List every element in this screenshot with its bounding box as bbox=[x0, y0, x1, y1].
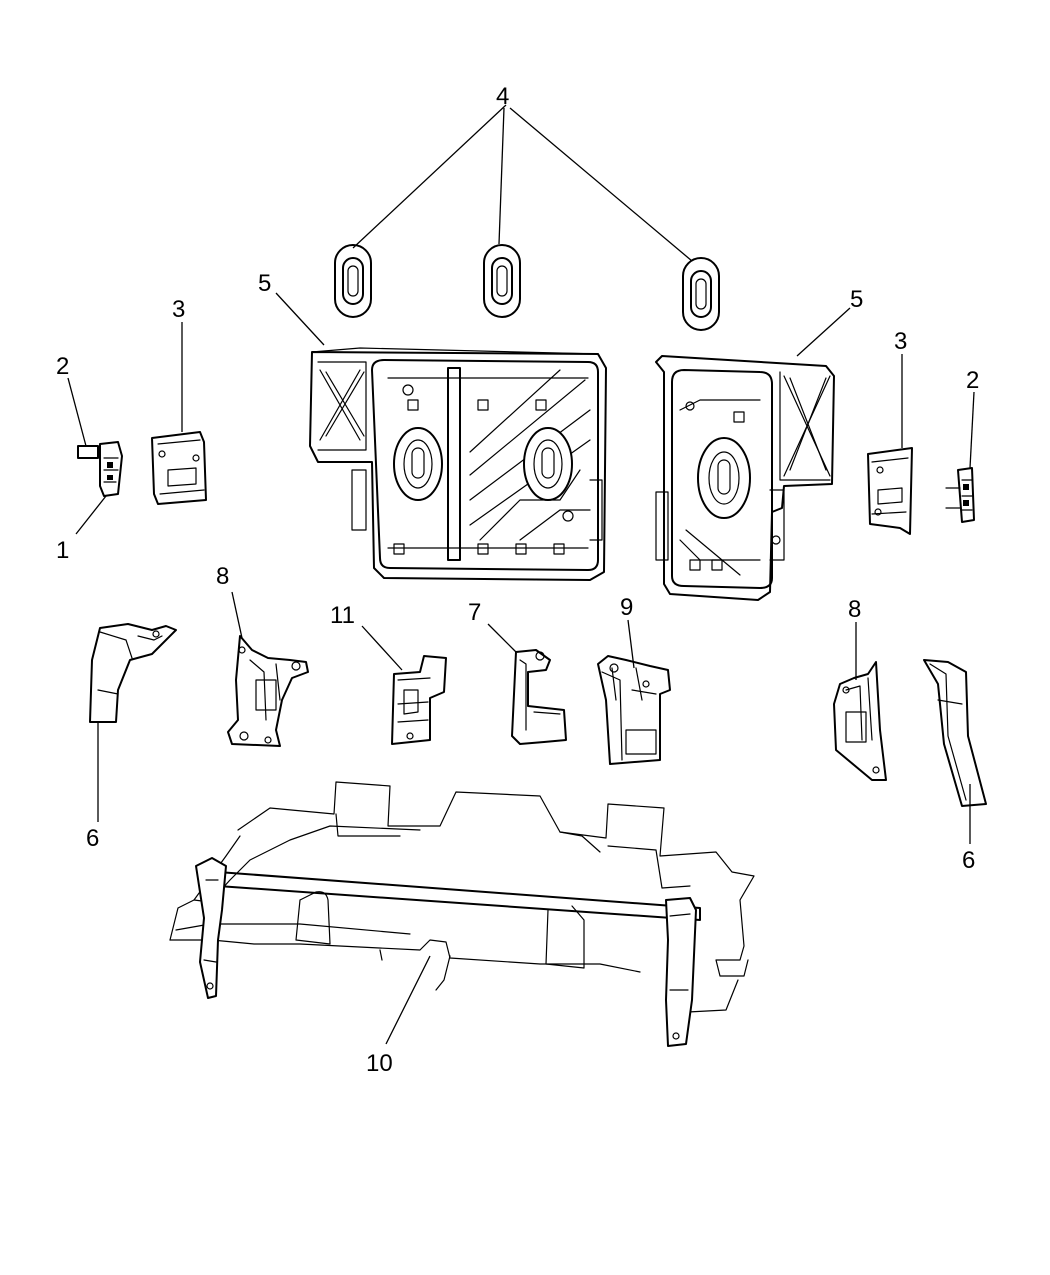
latch-bracket-left bbox=[99, 441, 123, 497]
grommet-center bbox=[483, 244, 521, 318]
seat-back-panel-right bbox=[655, 355, 835, 601]
callout-7: 7 bbox=[468, 599, 481, 626]
seat-back-panel-left bbox=[309, 347, 607, 581]
callout-6-right: 6 bbox=[962, 847, 975, 874]
bracket-11 bbox=[391, 655, 447, 745]
cover-plate-right bbox=[867, 447, 913, 535]
callout-3-right: 3 bbox=[894, 328, 907, 355]
hinge-bracket-left bbox=[227, 635, 309, 747]
callout-labels: 4 5 5 3 3 2 2 1 8 8 11 7 9 6 6 10 bbox=[56, 83, 979, 1077]
latch-assembly-9 bbox=[597, 655, 671, 765]
grommet-right bbox=[682, 257, 720, 331]
leader-lines bbox=[67, 104, 975, 1045]
callout-1: 1 bbox=[56, 537, 69, 564]
callout-5-right: 5 bbox=[850, 286, 863, 313]
callout-2-right: 2 bbox=[966, 367, 979, 394]
callout-9: 9 bbox=[620, 594, 633, 621]
callout-6-left: 6 bbox=[86, 825, 99, 852]
grommet-left bbox=[334, 244, 372, 318]
seat-frame-10 bbox=[169, 781, 755, 1047]
callout-11: 11 bbox=[330, 602, 355, 629]
callout-2-left: 2 bbox=[56, 353, 69, 380]
callout-8-right: 8 bbox=[848, 596, 861, 623]
callout-8-left: 8 bbox=[216, 563, 229, 590]
callout-3-left: 3 bbox=[172, 296, 185, 323]
side-trim-left bbox=[89, 623, 177, 723]
side-trim-right bbox=[923, 659, 987, 807]
latch-right bbox=[945, 467, 975, 523]
callout-5-left: 5 bbox=[258, 270, 271, 297]
cover-plate-left bbox=[151, 431, 207, 505]
callout-4: 4 bbox=[496, 83, 509, 110]
hinge-bracket-right bbox=[833, 661, 887, 781]
bracket-7 bbox=[511, 649, 567, 745]
callout-10: 10 bbox=[366, 1050, 393, 1077]
